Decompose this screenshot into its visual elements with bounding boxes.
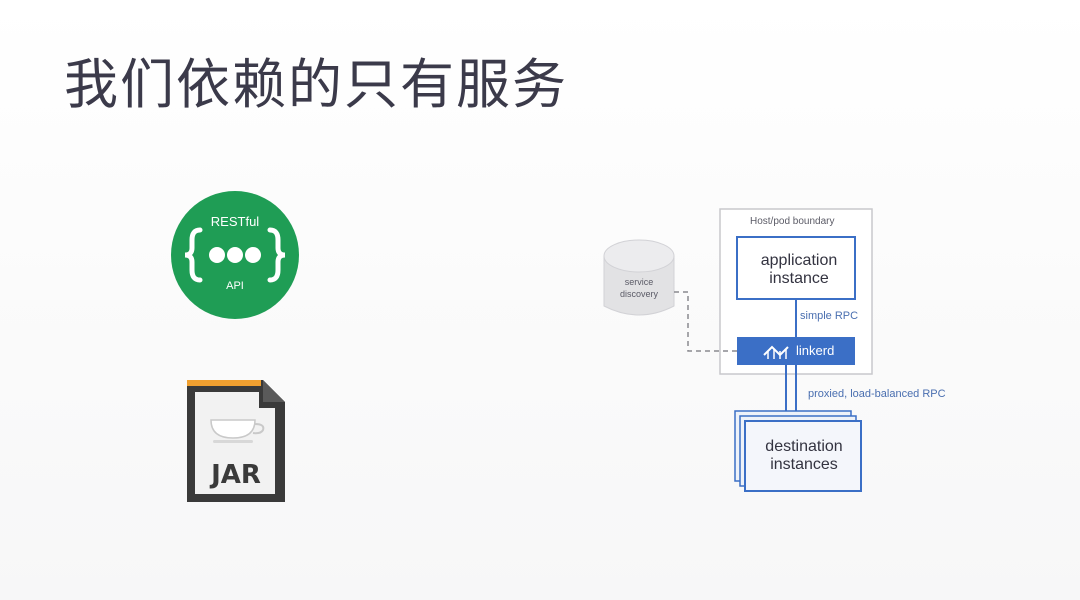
restful-api-icon: RESTful API: [170, 190, 300, 320]
linkerd-label: linkerd: [796, 343, 835, 358]
slide-title: 我们依赖的只有服务: [64, 53, 568, 116]
host-pod-boundary-label: Host/pod boundary: [750, 216, 835, 227]
proxied-rpc-label: proxied, load-balanced RPC: [808, 388, 946, 400]
destination-label-line1: destination: [765, 438, 843, 455]
application-instance-label: application instance: [740, 252, 858, 288]
linkerd-architecture-diagram: Host/pod boundary application instance s…: [590, 200, 990, 500]
linkerd-bar: [737, 337, 855, 365]
application-instance-box: [736, 236, 856, 300]
service-discovery-cylinder: [603, 239, 675, 316]
service-discovery-line2: discovery: [619, 289, 658, 299]
destination-instances-box: [744, 420, 862, 492]
restful-api-graphic: [171, 191, 299, 319]
linkerd-logo-icon: [763, 345, 789, 359]
service-discovery-line1: service: [624, 277, 654, 287]
jar-file-icon: JAR: [183, 376, 289, 506]
jar-label: JAR: [211, 460, 261, 490]
destination-instances-label: destination instances: [745, 438, 863, 474]
diagram-graphic: [603, 208, 873, 492]
destination-label-line2: instances: [770, 456, 838, 473]
service-discovery-label: service discovery: [606, 276, 672, 300]
api-label: API: [226, 280, 244, 292]
application-label-line1: application: [760, 252, 838, 269]
simple-rpc-label: simple RPC: [800, 310, 859, 322]
restful-label: RESTful: [210, 214, 260, 229]
application-label-line2: instance: [769, 270, 829, 287]
jar-file-graphic: [187, 380, 285, 502]
